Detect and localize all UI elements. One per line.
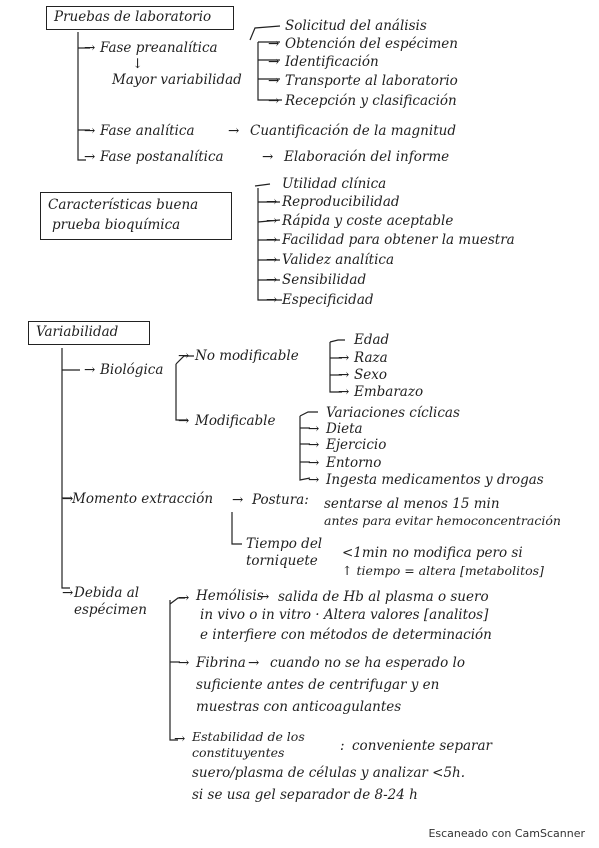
tiempo-text-2: ↑ tiempo = altera [metabolitos] [342, 563, 544, 578]
label-tiempo-line1: Tiempo del [246, 536, 323, 552]
label-fase-preanalitica: Fase preanalítica [100, 40, 218, 56]
label-biologica: Biológica [100, 362, 164, 378]
arrow-modificable: → [178, 413, 190, 429]
no-mod-item-1: Raza [354, 350, 388, 366]
fibrina-text-3: muestras con anticoagulantes [196, 699, 402, 715]
title-caracteristicas-line1: Características buena [48, 197, 199, 213]
pre-item-0: Solicitud del análisis [285, 18, 427, 34]
label-no-modificable: No modificable [195, 348, 299, 364]
arrow-debida: → [62, 585, 74, 601]
arrow-momento: → [62, 491, 74, 507]
postura-text-2: antes para evitar hemoconcentración [324, 513, 561, 528]
arrow-pre-item-2: → [268, 54, 280, 70]
label-postura: Postura: [252, 492, 309, 508]
arrow-fase-post-result: → [262, 149, 274, 165]
arrow-mod-item-2: → [308, 437, 320, 453]
char-item-0: Utilidad clínica [282, 176, 387, 192]
mod-item-4: Ingesta medicamentos y drogas [326, 472, 544, 488]
title-variabilidad: Variabilidad [36, 324, 119, 340]
char-item-2: Rápida y coste aceptable [282, 213, 454, 229]
scanner-watermark: Escaneado con CamScanner [428, 827, 585, 840]
label-debida-line1: Debida al [74, 585, 140, 601]
label-fase-post-result: Elaboración del informe [284, 149, 450, 165]
arrow-postura: → [232, 492, 244, 508]
char-item-3: Facilidad para obtener la muestra [282, 232, 515, 248]
arrow-char-item-6: → [266, 292, 278, 308]
pre-item-1: Obtención del espécimen [285, 36, 458, 52]
title-caracteristicas-line2: prueba bioquímica [52, 217, 181, 233]
arrow-fase-analitica-result: → [228, 123, 240, 139]
arrow-fase-preanalitica: → [84, 40, 96, 56]
title-box-caracteristicas [40, 192, 232, 240]
arrow-mod-item-1: → [308, 421, 320, 437]
estabilidad-text-1: conveniente separar [352, 738, 492, 754]
postura-text-1: sentarse al menos 15 min [324, 496, 500, 512]
label-tiempo-line2: torniquete [246, 553, 318, 569]
char-item-6: Especificidad [282, 292, 374, 308]
arrow-pre-item-3: → [268, 73, 280, 89]
arrow-no-mod-item-3: → [338, 384, 350, 400]
arrow-no-modificable: → [178, 348, 190, 364]
title-box-variabilidad [28, 321, 150, 345]
arrow-biologica: → [84, 362, 96, 378]
label-estabilidad-line2: constituyentes [192, 745, 285, 760]
arrow-char-item-4: → [266, 252, 278, 268]
mod-item-0: Variaciones cíclicas [326, 405, 460, 421]
arrow-no-mod-item-1: → [338, 350, 350, 366]
label-debida-line2: espécimen [74, 602, 147, 618]
estabilidad-text-2: suero/plasma de células y analizar <5h. [192, 765, 466, 781]
label-estabilidad-line1: Estabilidad de los [192, 729, 305, 744]
arrow-fase-postanalitica: → [84, 149, 96, 165]
arrow-estabilidad: → [174, 731, 186, 747]
fibrina-text-1: cuando no se ha esperado lo [270, 655, 465, 671]
mod-item-1: Dieta [326, 421, 363, 437]
label-fase-analitica: Fase analítica [100, 123, 195, 139]
arrow-char-item-5: → [266, 272, 278, 288]
char-item-4: Validez analítica [282, 252, 395, 268]
no-mod-item-2: Sexo [354, 367, 387, 383]
label-fase-postanalitica: Fase postanalítica [100, 149, 224, 165]
label-hemolisis: Hemólisis [196, 588, 264, 604]
arrow-fibrina: → [178, 655, 190, 671]
pre-item-3: Transporte al laboratorio [285, 73, 458, 89]
label-fibrina: Fibrina [196, 655, 246, 671]
arrow-pre-item-1: → [268, 36, 280, 52]
pre-item-2: Identificación [285, 54, 379, 70]
mod-item-3: Entorno [326, 455, 382, 471]
arrow-mod-item-4: → [308, 472, 320, 488]
label-fase-analitica-result: Cuantificación de la magnitud [250, 123, 456, 139]
estabilidad-colon: : [340, 738, 345, 754]
char-item-1: Reproducibilidad [282, 194, 400, 210]
fibrina-text-2: suficiente antes de centrifugar y en [196, 677, 440, 693]
arrow-pre-item-4: → [268, 93, 280, 109]
arrow-char-item-1: → [266, 194, 278, 210]
label-momento-extraccion: Momento extracción [72, 491, 214, 507]
char-item-5: Sensibilidad [282, 272, 367, 288]
label-modificable: Modificable [195, 413, 276, 429]
mod-item-2: Ejercicio [326, 437, 387, 453]
arrow-no-mod-item-2: → [338, 367, 350, 383]
hemolisis-text-3: e interfiere con métodos de determinació… [200, 627, 492, 643]
arrow-hemolisis: → [178, 590, 190, 606]
label-mayor-variabilidad: Mayor variabilidad [112, 72, 242, 88]
arrow-fibrina-text: → [248, 655, 260, 671]
tiempo-text-1: <1min no modifica pero si [342, 545, 523, 561]
hemolisis-text-1: salida de Hb al plasma o suero [278, 589, 489, 605]
estabilidad-text-3: si se usa gel separador de 8-24 h [192, 787, 418, 803]
arrow-hemolisis-text: → [258, 589, 270, 605]
arrow-char-item-2: → [266, 213, 278, 229]
no-mod-item-0: Edad [354, 332, 390, 348]
no-mod-item-3: Embarazo [354, 384, 424, 400]
arrow-char-item-3: → [266, 232, 278, 248]
pre-item-4: Recepción y clasificación [285, 93, 457, 109]
title-pruebas-laboratorio: Pruebas de laboratorio [54, 9, 212, 25]
arrow-down: ↓ [132, 56, 144, 72]
title-box-pruebas [46, 6, 234, 30]
hemolisis-text-2: in vivo o in vitro · Altera valores [ana… [200, 607, 489, 623]
arrow-mod-item-3: → [308, 455, 320, 471]
arrow-fase-analitica: → [84, 123, 96, 139]
